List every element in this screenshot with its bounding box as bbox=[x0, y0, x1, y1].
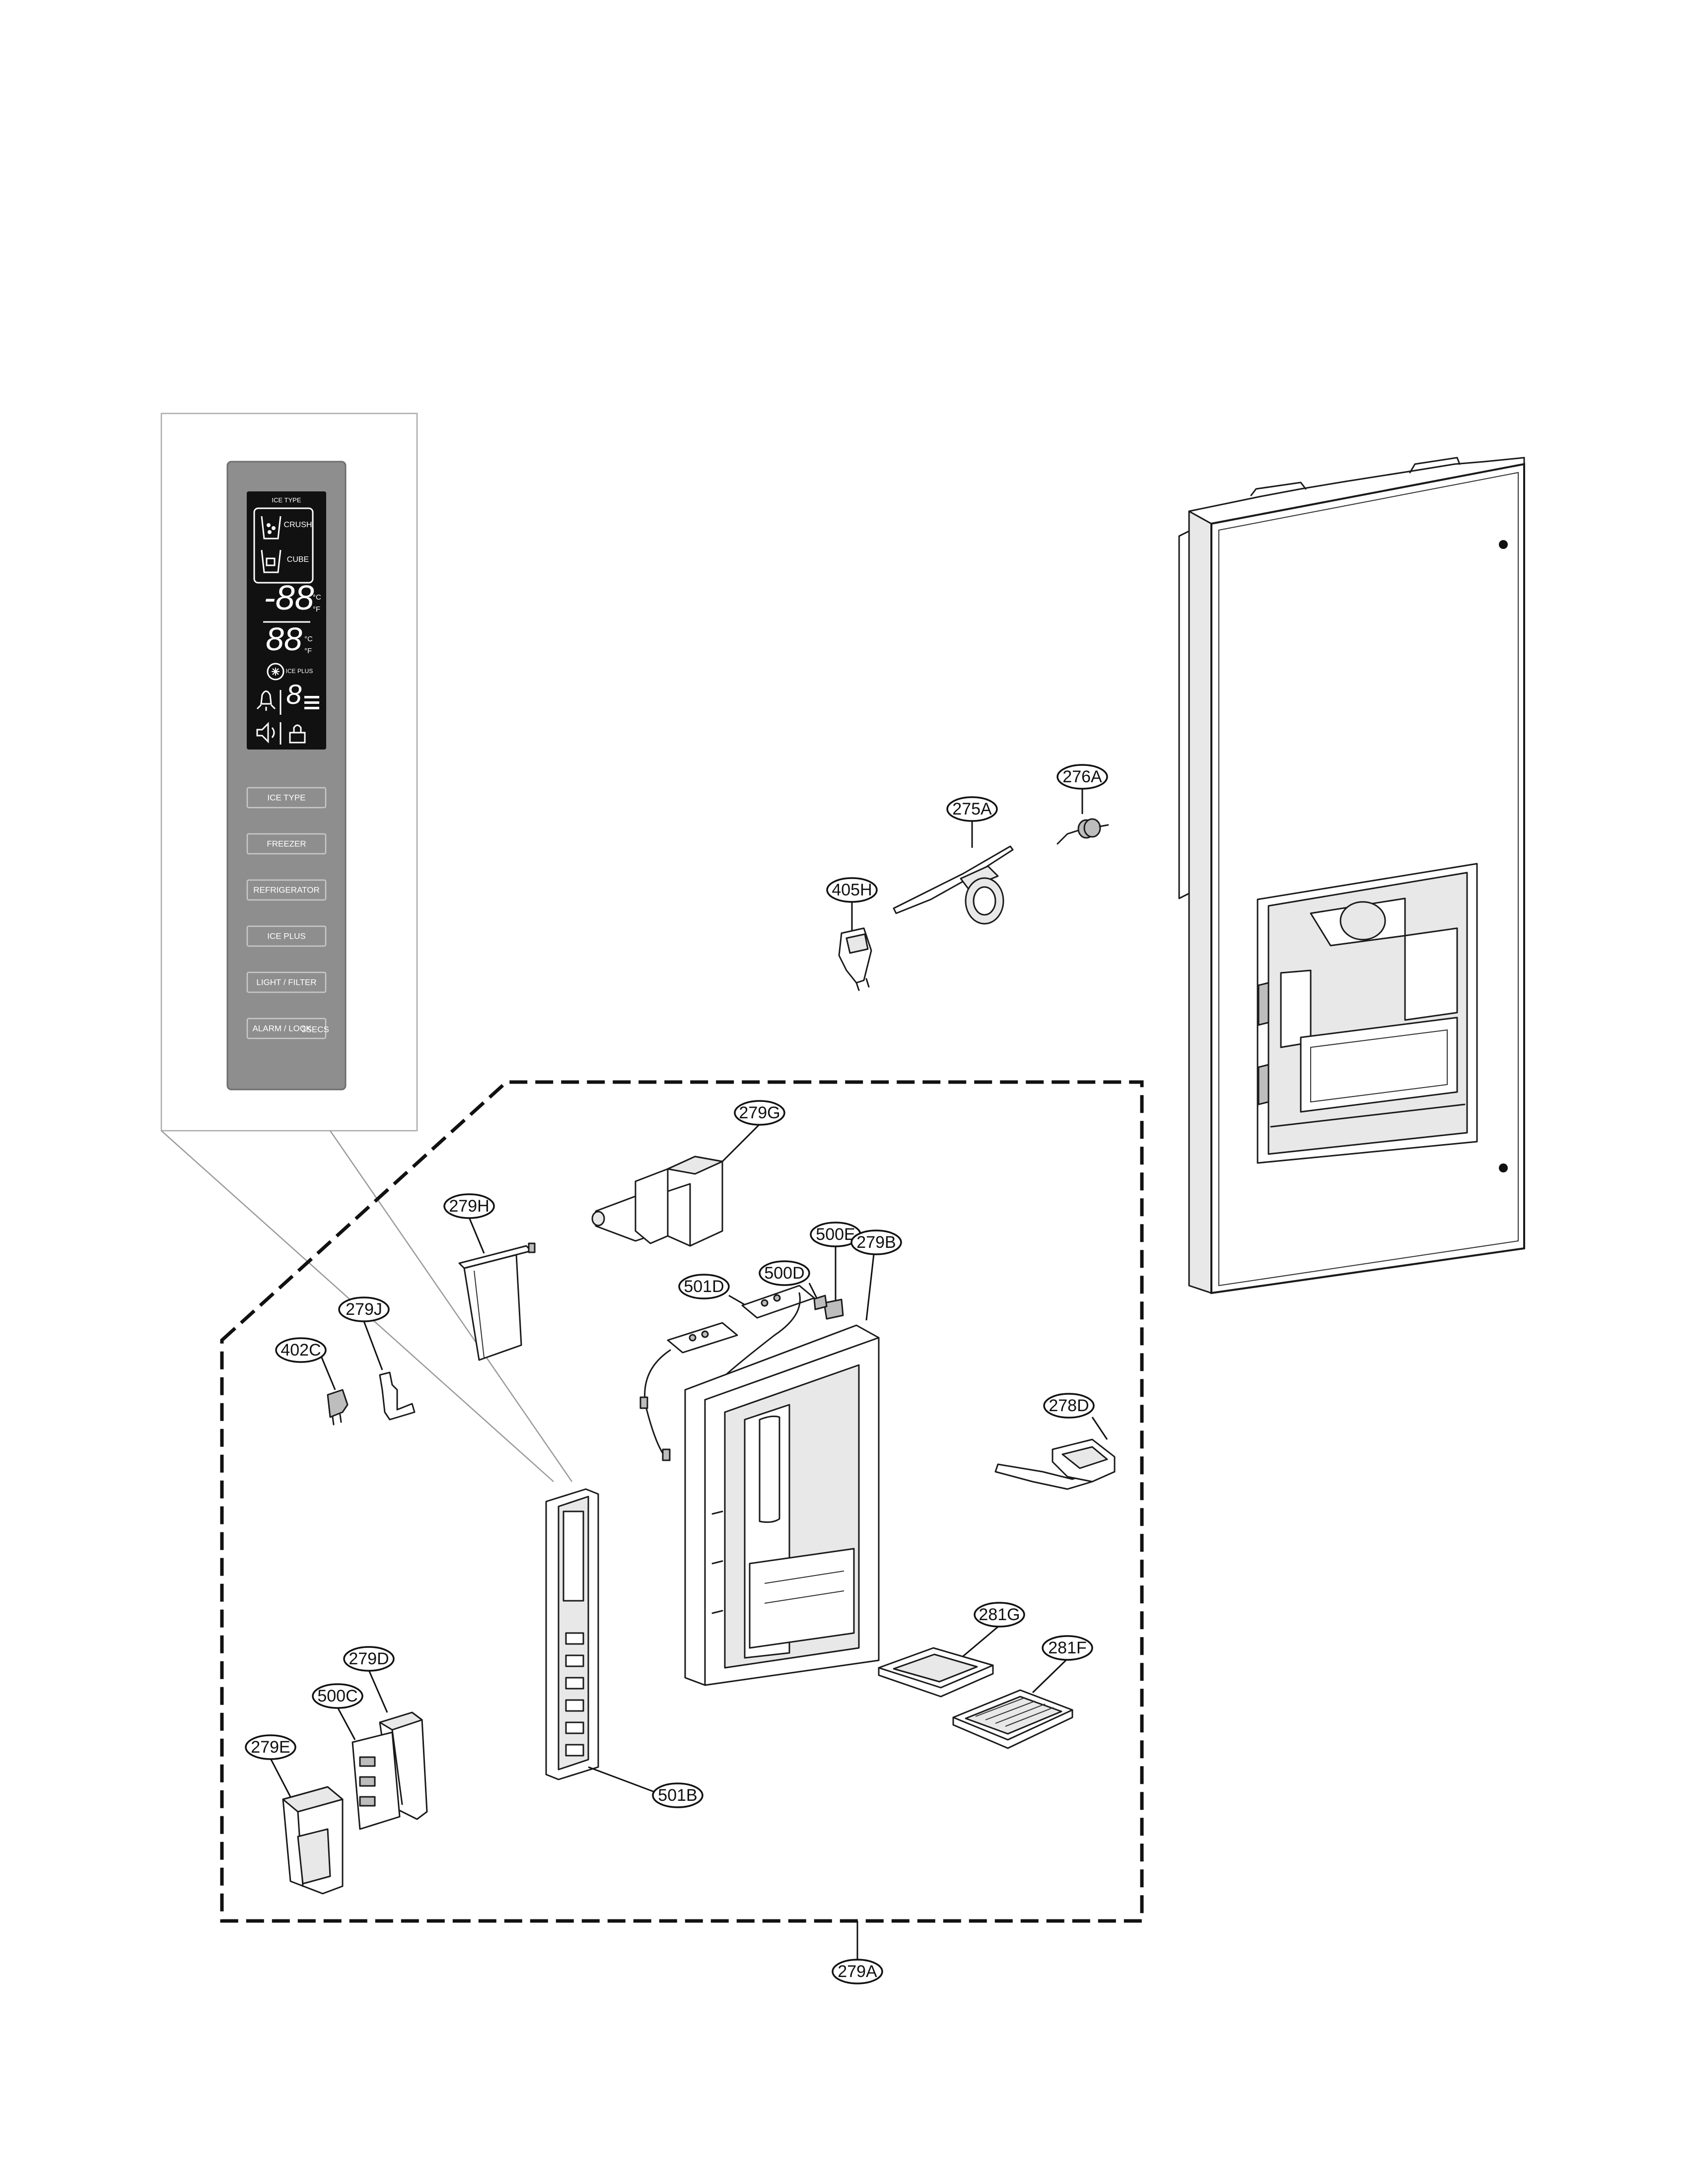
filter-digit: 8 bbox=[286, 679, 301, 710]
refrigerator-button-label: REFRIGERATOR bbox=[253, 886, 320, 895]
freezer-door bbox=[1178, 457, 1525, 1295]
freezer-deg-c: °C bbox=[313, 593, 321, 602]
ice-type-button-label: ICE TYPE bbox=[267, 793, 305, 803]
callout-275A-label: 275A bbox=[952, 800, 992, 819]
callout-281F-label: 281F bbox=[1048, 1638, 1087, 1657]
ice-type-header: ICE TYPE bbox=[272, 496, 301, 504]
callout-279B-label: 279B bbox=[856, 1233, 896, 1252]
part-500C-pcb bbox=[337, 1707, 401, 1830]
part-281F-grille bbox=[952, 1658, 1073, 1749]
callout-402C-label: 402C bbox=[281, 1341, 321, 1360]
panel-button-refrigerator[interactable]: REFRIGERATOR bbox=[246, 879, 327, 901]
callout-278D-label: 278D bbox=[1049, 1396, 1089, 1415]
callout-405H[interactable]: 405H bbox=[826, 877, 878, 903]
freezer-deg-f: °F bbox=[313, 605, 320, 614]
panel-button-ice-plus[interactable]: ICE PLUS bbox=[246, 925, 327, 947]
callout-279G-label: 279G bbox=[739, 1103, 780, 1122]
panel-button-light-filter[interactable]: LIGHT / FILTER bbox=[246, 971, 327, 993]
fridge-deg-c: °C bbox=[304, 635, 313, 643]
callout-500D[interactable]: 500D bbox=[759, 1260, 810, 1286]
part-276A-spring bbox=[1056, 788, 1109, 845]
part-500D-connector bbox=[808, 1283, 828, 1310]
lcd-display bbox=[247, 491, 326, 750]
callout-281F[interactable]: 281F bbox=[1042, 1635, 1093, 1661]
callout-402C[interactable]: 402C bbox=[275, 1337, 327, 1363]
callout-501D-label: 501D bbox=[684, 1277, 724, 1296]
light-filter-button-label: LIGHT / FILTER bbox=[256, 978, 316, 987]
assembly-279A-boundary bbox=[220, 1080, 1144, 1923]
callout-279D-label: 279D bbox=[349, 1649, 389, 1668]
door-screw-bottom bbox=[1499, 1163, 1508, 1172]
display-inset: ICE TYPE CRUSH CUBE -88 °C °F 88 °C °F I… bbox=[160, 412, 573, 1482]
crush-label: CRUSH bbox=[284, 521, 312, 529]
callout-501B-label: 501B bbox=[658, 1786, 697, 1805]
part-279J-bracket bbox=[363, 1321, 416, 1421]
callout-281G[interactable]: 281G bbox=[974, 1602, 1025, 1628]
part-279H-cover bbox=[458, 1217, 536, 1361]
cube-label: CUBE bbox=[287, 555, 309, 564]
callout-279H-label: 279H bbox=[449, 1197, 489, 1216]
filter-status-text bbox=[304, 696, 319, 709]
callout-279E[interactable]: 279E bbox=[245, 1734, 296, 1760]
part-279B-housing bbox=[684, 1254, 880, 1686]
callout-279A[interactable]: 279A bbox=[832, 1959, 883, 1984]
zoom-line-right bbox=[329, 1130, 573, 1482]
freezer-button-label: FREEZER bbox=[267, 839, 306, 849]
callout-279J[interactable]: 279J bbox=[338, 1297, 390, 1322]
callout-279A-label: 279A bbox=[838, 1962, 877, 1981]
door-screw-top bbox=[1499, 540, 1508, 549]
callout-281G-label: 281G bbox=[979, 1605, 1020, 1624]
panel-button-alarm-lock[interactable]: ALARM / LOCK 3SECS bbox=[246, 1018, 329, 1039]
callout-500C[interactable]: 500C bbox=[312, 1683, 363, 1709]
freezer-temp-digits: -88 bbox=[264, 578, 314, 617]
part-278D-lever bbox=[994, 1417, 1116, 1490]
part-501B-display-panel bbox=[545, 1488, 655, 1793]
part-500E-connector bbox=[823, 1246, 844, 1320]
callout-279G[interactable]: 279G bbox=[734, 1100, 785, 1126]
callout-276A[interactable]: 276A bbox=[1056, 764, 1108, 790]
door-side bbox=[1188, 510, 1212, 1294]
alarm-sound-icon bbox=[256, 722, 275, 744]
callout-500D-label: 500D bbox=[764, 1264, 804, 1283]
door-gasket-top bbox=[1178, 530, 1190, 899]
callout-501D[interactable]: 501D bbox=[678, 1274, 730, 1299]
callout-501B[interactable]: 501B bbox=[652, 1782, 703, 1808]
callout-278D[interactable]: 278D bbox=[1043, 1393, 1095, 1419]
ice-plus-button-label: ICE PLUS bbox=[267, 932, 305, 941]
callout-276A-label: 276A bbox=[1062, 767, 1102, 786]
part-279E-cover bbox=[270, 1758, 344, 1895]
callout-279E-label: 279E bbox=[251, 1738, 290, 1757]
fridge-deg-f: °F bbox=[304, 647, 312, 655]
cube-ice-icon bbox=[261, 549, 281, 573]
part-501D-pcb bbox=[639, 1285, 815, 1461]
callout-405H-label: 405H bbox=[832, 881, 872, 899]
hold-suffix-label: 3SECS bbox=[301, 1025, 329, 1034]
callout-279D[interactable]: 279D bbox=[343, 1646, 395, 1672]
callout-279H[interactable]: 279H bbox=[443, 1193, 495, 1219]
callout-279B[interactable]: 279B bbox=[850, 1229, 902, 1255]
alarm-lock-button-label: ALARM / LOCK bbox=[252, 1024, 312, 1033]
part-405H-switch bbox=[838, 901, 872, 991]
ice-plus-display-label: ICE PLUS bbox=[286, 668, 313, 675]
part-281G-tray-frame bbox=[878, 1625, 1000, 1698]
callout-279J-label: 279J bbox=[346, 1300, 382, 1319]
light-icon bbox=[256, 690, 276, 711]
panel-button-ice-type[interactable]: ICE TYPE bbox=[246, 787, 327, 809]
ice-plus-icon bbox=[267, 663, 284, 681]
panel-button-freezer[interactable]: FREEZER bbox=[246, 833, 327, 855]
part-279G-bracket bbox=[591, 1123, 761, 1247]
fridge-temp-digits: 88 bbox=[266, 620, 302, 657]
part-275A-lever bbox=[893, 820, 1014, 925]
callout-500C-label: 500C bbox=[317, 1687, 357, 1706]
crush-ice-icon bbox=[261, 516, 281, 540]
lock-icon bbox=[289, 724, 306, 744]
ice-type-box bbox=[253, 507, 314, 584]
callout-500E-label: 500E bbox=[816, 1225, 855, 1244]
callout-275A[interactable]: 275A bbox=[946, 796, 998, 822]
part-402C-switch bbox=[321, 1357, 349, 1426]
